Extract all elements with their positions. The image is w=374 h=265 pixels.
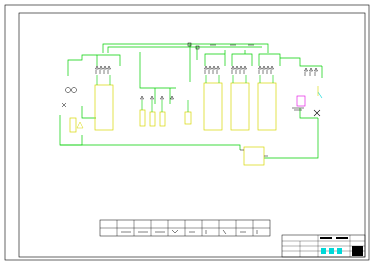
legend-symbols <box>121 229 258 235</box>
bottom-right-return <box>264 118 319 159</box>
right-equipment <box>292 86 323 117</box>
inner-frame <box>18 12 366 258</box>
company-logo-block <box>352 246 363 256</box>
pipe-network <box>59 43 323 159</box>
dosing-vessel-2 <box>149 111 156 127</box>
bottom-tank <box>243 146 265 166</box>
pump-2 <box>71 87 77 93</box>
title-cyan-mark-3 <box>337 248 342 254</box>
pump-1 <box>65 87 71 93</box>
left-pump-group <box>61 87 84 129</box>
tank2-header <box>204 53 226 66</box>
tank4-header <box>258 53 281 66</box>
dosing-vessel-4 <box>184 111 192 125</box>
tank-1 <box>94 84 114 131</box>
title-block <box>281 234 366 258</box>
tank1-header <box>96 54 121 66</box>
valve-x <box>61 102 67 108</box>
dosing-vessel-1 <box>139 109 146 127</box>
top-valves <box>187 42 254 50</box>
outer-frame <box>4 4 370 261</box>
title-name-mark <box>320 237 332 239</box>
valve-cluster-middle <box>140 95 174 100</box>
valve-cluster-tank4 <box>258 65 274 74</box>
title-cyan-mark-1 <box>321 248 326 254</box>
valve-cluster-tank1 <box>95 65 111 74</box>
left-branch-pipe <box>67 54 97 76</box>
legend-table <box>99 219 271 237</box>
valve-cluster-tank2 <box>204 65 220 74</box>
top-header-pipe-2 <box>107 46 262 53</box>
title-name-mark-2 <box>336 237 348 239</box>
right-loop <box>299 108 318 119</box>
left-return-pipe <box>59 115 83 146</box>
top-header-pipe <box>102 43 269 53</box>
dosing-vessel-3 <box>159 111 166 127</box>
left-vessel <box>69 117 77 133</box>
tank-feeds <box>96 75 274 112</box>
cone-vessel <box>76 121 84 129</box>
right-valve-x <box>313 109 321 117</box>
tank-3 <box>230 82 250 131</box>
cyan-line <box>317 91 323 99</box>
return-line <box>60 144 241 150</box>
right-dosing-pipe <box>280 57 322 67</box>
magenta-unit <box>296 95 306 107</box>
tank3-header <box>231 53 253 66</box>
right-fittings <box>292 107 304 111</box>
tanks <box>69 82 277 166</box>
valve-cluster-right <box>304 67 318 76</box>
tank-4 <box>257 82 277 131</box>
valve-cluster-tank3 <box>231 65 247 74</box>
bottom-tank-fittings <box>240 149 268 157</box>
middle-header <box>139 52 176 89</box>
title-cyan-mark-2 <box>329 248 334 254</box>
left-bottom-pipe <box>81 106 96 119</box>
tank-2 <box>203 82 223 131</box>
